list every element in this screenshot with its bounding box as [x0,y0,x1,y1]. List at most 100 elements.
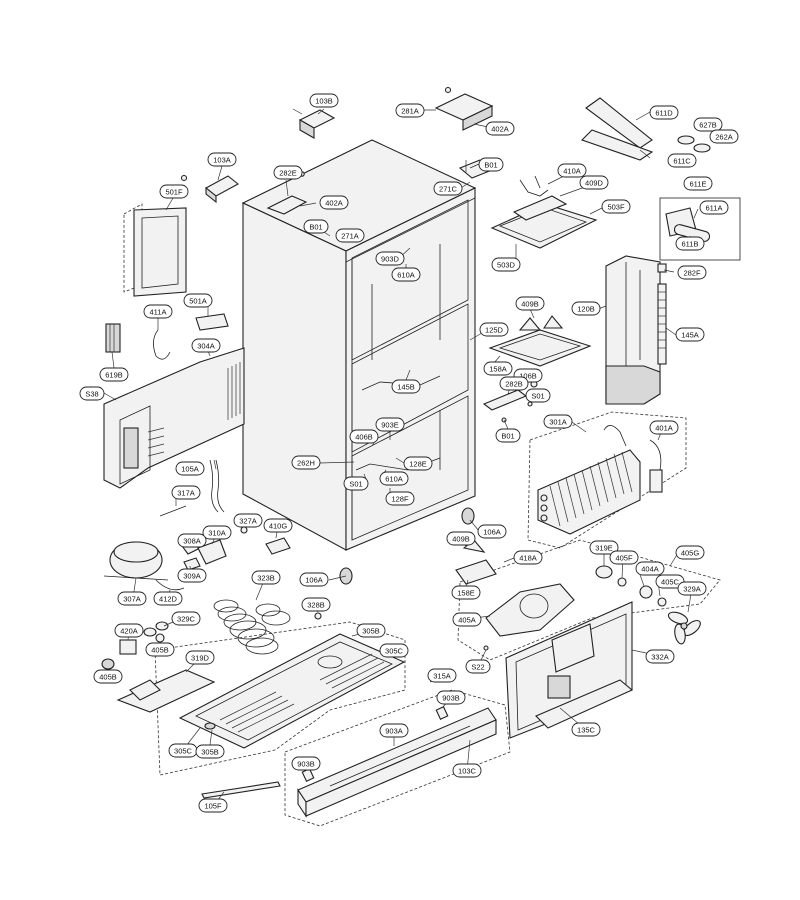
callout-125D: 125D [485,326,504,335]
callout-S22: S22 [471,663,484,672]
callout-158A: 158A [489,365,507,374]
callout-305C-low: 305C [174,747,193,756]
callout-282B: 282B [505,380,523,389]
callout-304A: 304A [197,342,215,351]
callout-105A: 105A [181,465,199,474]
front-grille-103C [201,706,497,818]
callout-S38: S38 [85,390,98,399]
callout-105F: 105F [204,802,222,811]
callout-410G: 410G [269,522,288,531]
lower-right-parts [455,539,701,739]
callout-402A: 402A [325,199,343,208]
callout-610A-low: 610A [385,475,403,484]
callout-106A-low: 106A [305,576,323,585]
callout-307A: 307A [123,595,141,604]
callout-328B: 328B [307,601,325,610]
callout-301A: 301A [549,418,567,427]
callout-262A: 262A [715,133,733,142]
callout-315A: 315A [433,672,451,681]
callout-329C: 329C [177,615,196,624]
callout-329A: 329A [683,585,701,594]
callout-409B-top: 409B [521,300,539,309]
callout-271C: 271C [439,185,458,194]
callout-labels: 103B 281A 402A 611D 627B 262A 611C 103A … [79,93,739,813]
callout-406B: 406B [355,433,373,442]
callout-305C-top: 305C [385,647,404,656]
callout-120B: 120B [577,305,595,314]
callout-128F: 128F [391,495,409,504]
callout-319E: 319E [595,544,613,553]
callout-412D: 412D [159,595,178,604]
callout-409B-low: 409B [452,535,470,544]
condenser-coil-323B [213,599,291,655]
callout-317A: 317A [177,489,195,498]
callout-409D: 409D [585,179,604,188]
callout-106B: 106B [519,372,537,381]
callout-501F: 501F [165,188,183,197]
callout-S01-low: S01 [349,480,362,489]
evaporator-301A [537,425,663,535]
callout-619B: 619B [105,371,123,380]
callout-501A: 501A [189,297,207,306]
callout-128E: 128E [409,460,427,469]
callout-135C: 135C [577,726,596,735]
callout-503D: 503D [497,261,516,270]
callout-332A: 332A [651,653,669,662]
callout-323B: 323B [257,574,275,583]
callout-106A-right: 106A [483,528,501,537]
callout-271A: 271A [341,232,359,241]
callout-420A: 420A [120,627,138,636]
callout-305B-top: 305B [362,627,380,636]
callout-903E: 903E [381,421,399,430]
top-parts [133,86,741,297]
callout-103B: 103B [315,97,333,106]
callout-145A: 145A [681,331,699,340]
callout-405B-mid: 405B [151,646,169,655]
callout-903B-low: 903B [297,760,315,769]
callout-319D: 319D [191,654,210,663]
callout-611E: 611E [690,180,707,189]
callout-903D: 903D [381,255,400,264]
compressor-area [101,526,322,713]
callout-418A: 418A [519,554,537,563]
callout-281A: 281A [401,107,419,116]
left-side-parts [103,313,245,517]
callout-404A: 404A [641,565,659,574]
callout-401A: 401A [655,424,673,433]
callout-410A: 410A [563,167,581,176]
callout-611B: 611B [682,240,699,249]
callout-903A: 903A [385,727,403,736]
callout-309A: 309A [183,572,201,581]
callout-402A-top: 402A [491,125,509,134]
callout-611D: 611D [655,109,673,118]
callout-405F: 405F [615,554,633,563]
callout-327A: 327A [239,517,257,526]
callout-610A-top: 610A [397,271,415,280]
callout-B01-low: B01 [501,432,514,441]
callout-282F: 282F [683,269,701,278]
callout-405A: 405A [458,616,476,625]
callout-611A: 611A [706,204,723,213]
callout-405B-left: 405B [99,673,117,682]
callout-611C: 611C [673,157,691,166]
callout-627B: 627B [699,121,717,130]
callout-B01-top: B01 [484,161,497,170]
callout-145B: 145B [397,383,415,392]
callout-103C: 103C [458,767,477,776]
callout-411A: 411A [150,308,167,317]
callout-503F: 503F [607,203,625,212]
fan-blade-329A [667,611,701,645]
base-plate [178,633,406,749]
callout-405G: 405G [681,549,700,558]
callout-158E: 158E [457,589,475,598]
callout-S01-right: S01 [531,392,544,401]
callout-308A: 308A [183,537,201,546]
callout-103A: 103A [213,156,231,165]
callout-B01-mid: B01 [309,223,322,232]
right-side-parts [482,255,667,423]
callout-903B-top: 903B [442,694,460,703]
callout-310A: 310A [208,529,226,538]
callout-282E: 282E [279,169,297,178]
callout-262H: 262H [297,459,315,468]
